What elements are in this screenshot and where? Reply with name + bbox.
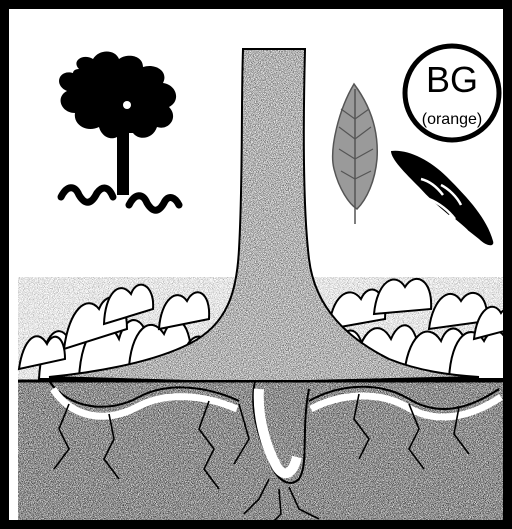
badge-sublabel: (orange) [422, 111, 482, 128]
leaf-icon [333, 84, 378, 224]
soil-layer [18, 381, 512, 529]
tree-silhouette-icon [59, 52, 179, 211]
illustration-canvas: BG (orange) [9, 9, 512, 529]
seed-pod-icon [391, 151, 493, 246]
bg-badge: BG (orange) [405, 46, 499, 140]
badge-code: BG [426, 59, 478, 100]
